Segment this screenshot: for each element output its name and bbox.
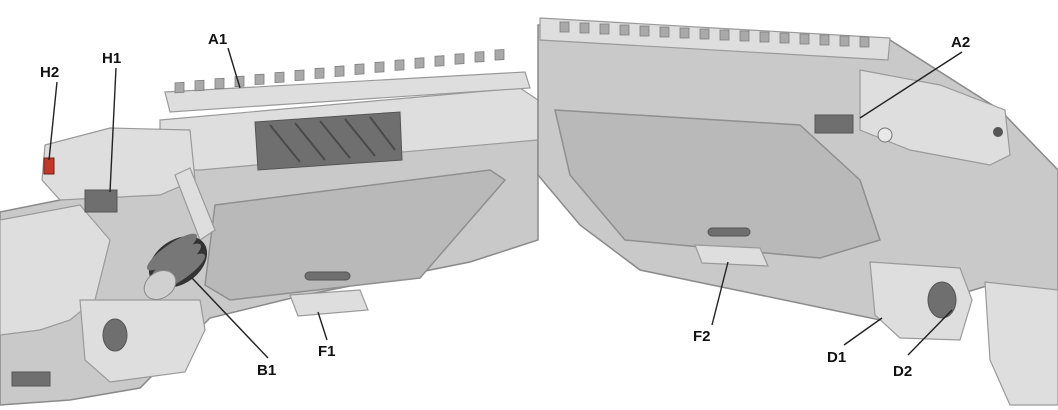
left-bolt-handle-stem bbox=[174, 167, 216, 241]
right-trigger-guard-d1 bbox=[869, 261, 973, 341]
left-cocking-indicator-h2 bbox=[43, 157, 55, 175]
left-bolt-knob bbox=[143, 233, 208, 300]
leader-a1 bbox=[227, 47, 241, 89]
label-h1: H1 bbox=[102, 50, 121, 67]
label-f2: F2 bbox=[693, 328, 711, 345]
right-pin bbox=[877, 127, 893, 143]
left-butt-slot bbox=[11, 371, 51, 387]
left-bolt-body bbox=[254, 111, 403, 171]
left-mag-release-f1 bbox=[289, 289, 369, 317]
label-h2: H2 bbox=[40, 64, 59, 81]
label-d2: D2 bbox=[893, 363, 912, 380]
leader-f1 bbox=[317, 311, 328, 341]
right-side-panel bbox=[554, 109, 881, 259]
left-picatinny-rail bbox=[164, 71, 531, 113]
right-mag-slot bbox=[707, 227, 751, 237]
label-a1: A1 bbox=[208, 31, 227, 48]
right-trigger-opening bbox=[927, 281, 957, 319]
leader-h1 bbox=[109, 67, 117, 193]
left-rail-teeth bbox=[174, 49, 505, 94]
left-rifle-view bbox=[0, 49, 539, 406]
label-a2: A2 bbox=[951, 34, 970, 51]
left-safety-h1 bbox=[84, 189, 118, 213]
right-mag-release-f2 bbox=[694, 244, 769, 267]
leader-b1 bbox=[191, 277, 269, 359]
leader-d1 bbox=[843, 317, 883, 346]
leader-f2 bbox=[711, 261, 729, 326]
label-d1: D1 bbox=[827, 349, 846, 366]
right-pistol-grip-d2 bbox=[984, 281, 1058, 406]
left-side-panel bbox=[204, 169, 507, 301]
right-rail-teeth bbox=[559, 21, 870, 48]
callout-labels: H2 H1 A1 A2 B1 F1 F2 D1 D2 bbox=[40, 31, 970, 380]
leader-d2 bbox=[907, 309, 953, 356]
leader-h2 bbox=[48, 81, 58, 161]
right-rifle-view bbox=[537, 17, 1058, 406]
left-mag-slot bbox=[304, 271, 351, 281]
left-bolt-flutes bbox=[269, 116, 396, 163]
right-screw bbox=[993, 127, 1003, 137]
leader-lines bbox=[48, 47, 963, 359]
left-trigger-opening bbox=[102, 318, 128, 352]
left-trigger-guard bbox=[79, 299, 206, 383]
left-bolt-shroud bbox=[41, 127, 196, 201]
right-safety-lever bbox=[814, 114, 854, 134]
label-b1: B1 bbox=[257, 362, 276, 379]
leader-a2 bbox=[859, 51, 963, 119]
label-f1: F1 bbox=[318, 343, 336, 360]
